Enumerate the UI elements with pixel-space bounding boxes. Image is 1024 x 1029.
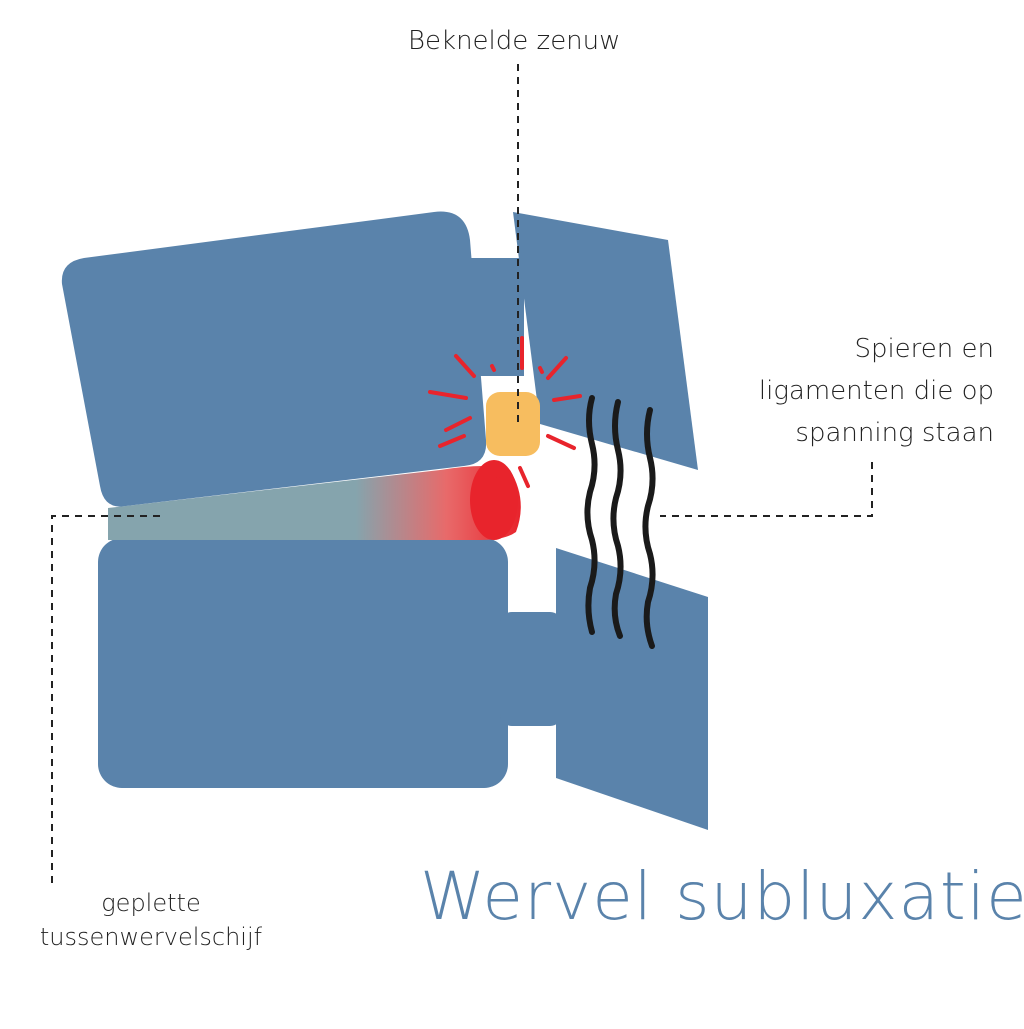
lower-vertebra-pedicle xyxy=(500,612,562,726)
inflammation-rays xyxy=(428,336,582,488)
pinched-nerve xyxy=(486,392,540,456)
disc-label-line-1: geplette xyxy=(101,889,201,917)
muscles-label-line-1: Spieren en xyxy=(854,334,994,364)
upper-vertebra-body xyxy=(61,211,487,507)
muscles-label-line-2: ligamenten die op xyxy=(758,376,994,406)
strained-ligaments xyxy=(584,395,656,649)
upper-vertebra-pedicle xyxy=(462,258,524,376)
disc-bulge xyxy=(470,460,518,540)
disc-label-line-2: tussenwervelschijf xyxy=(39,923,263,951)
compressed-disc xyxy=(108,466,521,540)
diagram-title: Wervel subluxatie xyxy=(420,858,1024,935)
nerve-label: Beknelde zenuw xyxy=(408,26,621,56)
disc-label: geplette tussenwervelschijf xyxy=(16,886,286,954)
leader-lines xyxy=(51,64,873,886)
upper-vertebra-facet xyxy=(513,212,698,470)
muscles-label-line-3: spanning staan xyxy=(795,418,994,448)
muscles-label: Spieren en ligamenten die op spanning st… xyxy=(759,328,994,454)
lower-vertebra-body xyxy=(98,538,508,788)
lower-vertebra-facet xyxy=(556,548,708,830)
